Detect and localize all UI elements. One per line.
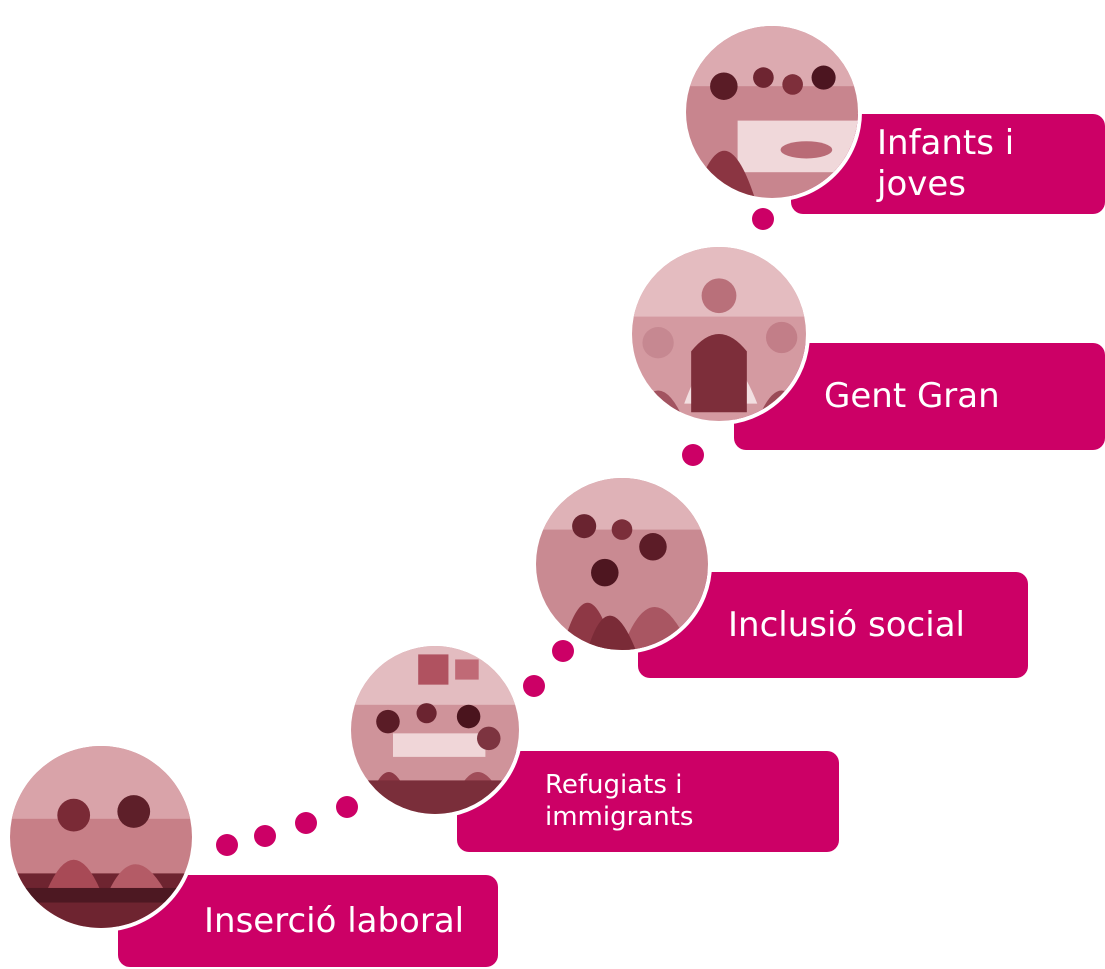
job-training-photo (6, 742, 196, 932)
connector-dot (682, 444, 704, 466)
children-youth-photo (682, 22, 862, 202)
step-label: Refugiats i immigrants (545, 770, 694, 832)
step-label: Gent Gran (824, 376, 1000, 417)
step-label-box: Refugiats i immigrants (457, 751, 839, 852)
connector-dot (336, 796, 358, 818)
connector-dot (216, 834, 238, 856)
step-label-box: Inserció laboral (118, 875, 498, 967)
step-label: Infants i joves (877, 123, 1015, 204)
connector-dot (295, 812, 317, 834)
connector-dot (254, 825, 276, 847)
step-label: Inclusió social (728, 604, 965, 645)
connector-dot (523, 675, 545, 697)
social-inclusion-group-photo (532, 474, 712, 654)
step-label: Inserció laboral (204, 900, 465, 941)
refugees-workshop-photo (347, 642, 523, 818)
connector-dot (752, 208, 774, 230)
connector-dot (552, 640, 574, 662)
elderly-care-photo (628, 243, 810, 425)
